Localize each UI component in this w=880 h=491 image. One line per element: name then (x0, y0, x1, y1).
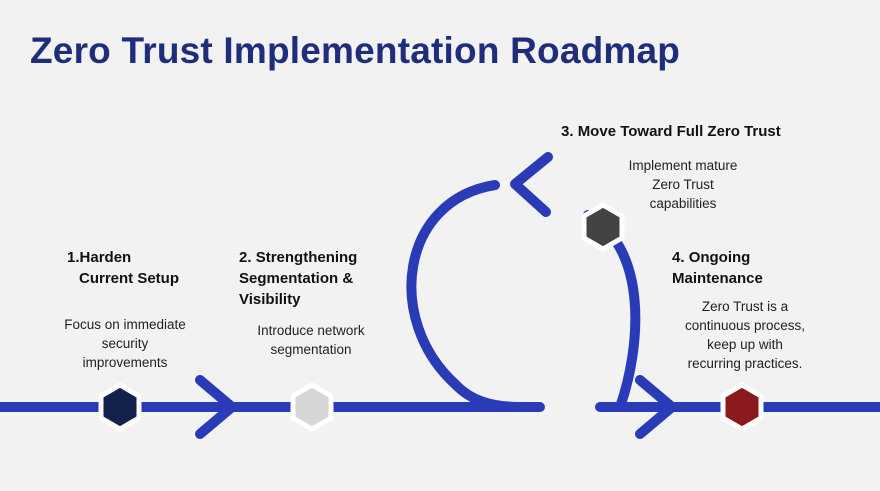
step-3-description-line: Implement mature (628, 158, 738, 173)
step-markers (98, 202, 764, 432)
arrowhead-icon (510, 152, 553, 217)
step-2-number: 2. (239, 249, 252, 266)
step-2-title-line: Segmentation & (239, 270, 354, 287)
step-3-description-line: capabilities (649, 196, 717, 211)
step-1-description-line: Focus on immediate (64, 317, 186, 332)
step-1-marker (98, 382, 142, 432)
step-1-description-line: improvements (82, 355, 168, 370)
step-4-title-line: Ongoing (688, 249, 751, 266)
arrowhead-icon (195, 375, 237, 439)
step-1-title-line: Harden (79, 249, 132, 266)
step-4-description: Zero Trust is a continuous process, keep… (665, 297, 825, 373)
step-2-description: Introduce network segmentation (231, 321, 391, 359)
step-2-description-line: Introduce network (257, 323, 365, 338)
page-title: Zero Trust Implementation Roadmap (30, 30, 681, 71)
step-3-description: Implement mature Zero Trust capabilities (608, 156, 758, 213)
step-1-title: 1.Harden Current Setup (67, 247, 217, 289)
step-1-description-line: security (101, 336, 149, 351)
step-4-description-line: keep up with (707, 337, 783, 352)
step-2-title-line: Visibility (239, 291, 301, 308)
step-4-description-line: recurring practices. (687, 356, 803, 371)
arrowheads (195, 152, 677, 439)
step-4-description-line: continuous process, (684, 318, 806, 333)
step-2-description-line: segmentation (270, 342, 352, 357)
step-1-description: Focus on immediate security improvements (40, 315, 210, 372)
roadmap-path (0, 180, 880, 412)
step-1-number: 1. (67, 249, 80, 266)
step-2-marker (290, 382, 334, 432)
path-join (450, 379, 525, 412)
step-4-marker (720, 382, 764, 432)
path-loop (406, 180, 500, 389)
step-3-description-line: Zero Trust (652, 177, 714, 192)
step-4-title-line: Maintenance (672, 270, 763, 287)
step-2-title: 2. Strengthening Segmentation & Visibili… (239, 247, 399, 310)
step-3-title-line: Move Toward Full Zero Trust (577, 123, 781, 140)
step-3-number: 3. (561, 123, 574, 140)
step-1-title-line: Current Setup (79, 270, 180, 287)
step-3-marker (581, 202, 625, 252)
step-2-title-line: Strengthening (255, 249, 358, 266)
step-3-title: 3. Move Toward Full Zero Trust (561, 121, 821, 142)
step-4-title: 4. Ongoing Maintenance (672, 247, 822, 289)
step-4-number: 4. (672, 249, 685, 266)
step-4-description-line: Zero Trust is a (701, 299, 789, 314)
arrowhead-icon (635, 375, 677, 439)
